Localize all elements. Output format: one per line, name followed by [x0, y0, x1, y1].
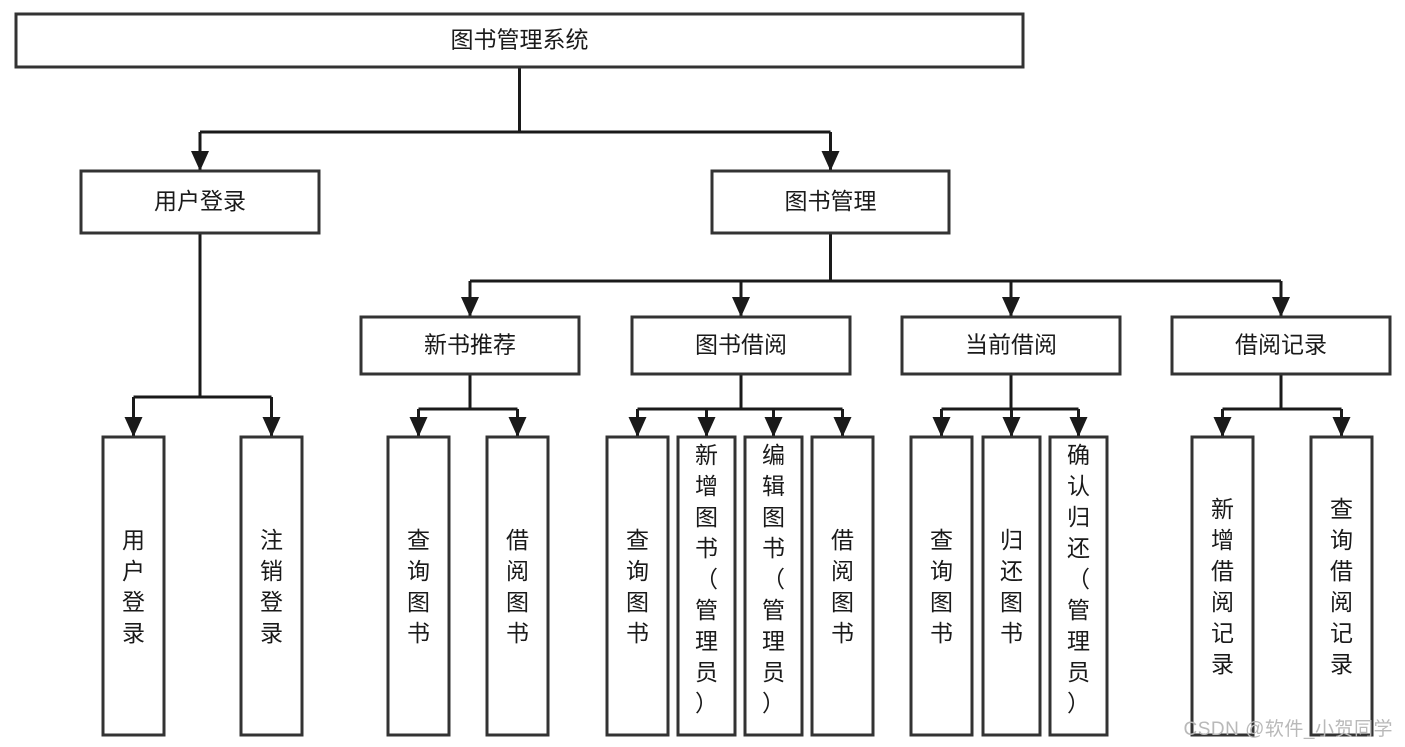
node-root[interactable]: 图书管理系统 — [14, 12, 1025, 69]
node-new-book-recommend[interactable]: 新书推荐 — [359, 315, 581, 376]
arrow-head-icon — [1002, 297, 1020, 317]
node-book-manage[interactable]: 图书管理 — [710, 169, 951, 235]
node-label-borrow-record: 借阅记录 — [1235, 332, 1327, 358]
arrow-head-icon — [1332, 417, 1351, 437]
node-box-leaf-borrow-book-1[interactable] — [485, 435, 550, 737]
node-leaf-query-book-3[interactable]: 查询图书 — [909, 435, 974, 737]
node-label-leaf-add-borrow-record: 新增借阅记录 — [1211, 496, 1234, 677]
arrow-head-icon — [821, 151, 840, 171]
node-box-leaf-query-book-1[interactable] — [386, 435, 451, 737]
arrow-head-icon — [833, 417, 852, 437]
node-box-book-manage[interactable] — [710, 169, 951, 235]
arrow-head-icon — [1213, 417, 1232, 437]
node-label-leaf-borrow-book-1: 借阅图书 — [506, 527, 529, 646]
arrow-head-icon — [508, 417, 527, 437]
node-box-leaf-query-book-2[interactable] — [605, 435, 670, 737]
arrow-head-icon — [932, 417, 951, 437]
node-box-user-login[interactable] — [79, 169, 321, 235]
node-leaf-return-book[interactable]: 归还图书 — [981, 435, 1042, 737]
node-label-leaf-edit-book-admin: 编辑图书（管理员） — [762, 442, 785, 716]
node-book-borrow[interactable]: 图书借阅 — [630, 315, 852, 376]
node-box-leaf-borrow-book-2[interactable] — [810, 435, 875, 737]
node-layer: 图书管理系统用户登录图书管理新书推荐图书借阅当前借阅借阅记录用户登录注销登录查询… — [14, 12, 1392, 737]
node-box-leaf-query-book-3[interactable] — [909, 435, 974, 737]
node-label-leaf-query-borrow-record: 查询借阅记录 — [1330, 496, 1353, 677]
node-user-login[interactable]: 用户登录 — [79, 169, 321, 235]
arrow-head-icon — [1272, 297, 1290, 317]
node-label-root: 图书管理系统 — [451, 27, 589, 53]
node-borrow-record[interactable]: 借阅记录 — [1170, 315, 1392, 376]
node-box-book-borrow[interactable] — [630, 315, 852, 376]
arrow-head-icon — [1069, 417, 1088, 437]
node-leaf-query-borrow-record[interactable]: 查询借阅记录 — [1309, 435, 1374, 737]
node-label-book-borrow: 图书借阅 — [695, 332, 787, 358]
node-leaf-add-borrow-record[interactable]: 新增借阅记录 — [1190, 435, 1255, 737]
node-label-leaf-confirm-return-admin: 确认归还（管理员） — [1067, 442, 1090, 716]
arrow-head-icon — [262, 417, 281, 437]
arrow-head-icon — [191, 151, 209, 171]
node-label-leaf-query-book-1: 查询图书 — [407, 527, 430, 646]
node-label-leaf-borrow-book-2: 借阅图书 — [831, 527, 854, 646]
node-label-current-borrow: 当前借阅 — [965, 332, 1057, 358]
node-box-current-borrow[interactable] — [900, 315, 1122, 376]
node-box-leaf-edit-book-admin[interactable] — [743, 435, 804, 737]
node-box-leaf-query-borrow-record[interactable] — [1309, 435, 1374, 737]
node-box-root[interactable] — [14, 12, 1025, 69]
node-box-leaf-return-book[interactable] — [981, 435, 1042, 737]
arrow-head-icon — [732, 297, 750, 317]
connector-layer — [124, 67, 1351, 437]
node-leaf-logout-login[interactable]: 注销登录 — [239, 435, 304, 737]
node-leaf-edit-book-admin[interactable]: 编辑图书（管理员） — [743, 435, 804, 737]
node-leaf-add-book-admin[interactable]: 新增图书（管理员） — [676, 435, 737, 737]
node-label-user-login: 用户登录 — [154, 188, 246, 214]
node-label-leaf-logout-login: 注销登录 — [260, 527, 283, 646]
node-leaf-confirm-return-admin[interactable]: 确认归还（管理员） — [1048, 435, 1109, 737]
node-label-leaf-query-book-3: 查询图书 — [930, 527, 953, 646]
node-box-new-book-recommend[interactable] — [359, 315, 581, 376]
node-leaf-query-book-1[interactable]: 查询图书 — [386, 435, 451, 737]
node-label-leaf-return-book: 归还图书 — [1000, 527, 1023, 646]
node-label-leaf-user-login: 用户登录 — [122, 527, 145, 646]
node-box-borrow-record[interactable] — [1170, 315, 1392, 376]
node-label-leaf-query-book-2: 查询图书 — [626, 527, 649, 646]
node-label-leaf-add-book-admin: 新增图书（管理员） — [695, 442, 718, 716]
node-label-new-book-recommend: 新书推荐 — [424, 332, 516, 358]
node-box-leaf-add-book-admin[interactable] — [676, 435, 737, 737]
arrow-head-icon — [628, 417, 647, 437]
node-box-leaf-add-borrow-record[interactable] — [1190, 435, 1255, 737]
arrow-head-icon — [697, 417, 716, 437]
node-label-book-manage: 图书管理 — [785, 188, 877, 214]
node-box-leaf-user-login[interactable] — [101, 435, 166, 737]
arrow-head-icon — [461, 297, 479, 317]
arrow-head-icon — [124, 417, 143, 437]
node-leaf-user-login[interactable]: 用户登录 — [101, 435, 166, 737]
node-box-leaf-logout-login[interactable] — [239, 435, 304, 737]
node-current-borrow[interactable]: 当前借阅 — [900, 315, 1122, 376]
arrow-head-icon — [1002, 417, 1021, 437]
arrow-head-icon — [409, 417, 428, 437]
node-leaf-borrow-book-1[interactable]: 借阅图书 — [485, 435, 550, 737]
arrow-head-icon — [764, 417, 783, 437]
node-box-leaf-confirm-return-admin[interactable] — [1048, 435, 1109, 737]
node-leaf-borrow-book-2[interactable]: 借阅图书 — [810, 435, 875, 737]
node-leaf-query-book-2[interactable]: 查询图书 — [605, 435, 670, 737]
